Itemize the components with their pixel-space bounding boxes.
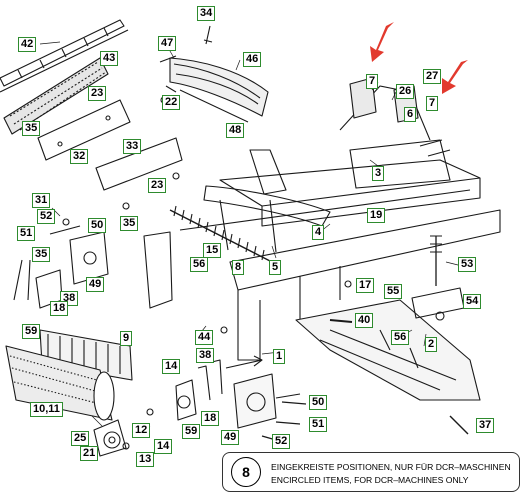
plate-32	[37, 99, 131, 161]
callout-46: 46	[243, 52, 262, 67]
bolt-40	[329, 319, 353, 323]
callout-52b: 52	[272, 434, 291, 449]
encircled-item-badge: 8	[231, 457, 261, 487]
callout-12: 12	[132, 423, 151, 438]
callout-40: 40	[355, 313, 374, 328]
callout-1: 1	[273, 349, 286, 364]
callout-13: 13	[136, 452, 155, 467]
bolt-37	[449, 415, 469, 435]
plate-33	[95, 137, 183, 191]
callout-27: 27	[423, 69, 442, 84]
callout-19: 19	[367, 208, 386, 223]
callout-53: 53	[458, 257, 477, 272]
callout-51b: 51	[309, 417, 328, 432]
legend-line-english: ENCIRCLED ITEMS, FOR DCR–MACHINES ONLY	[271, 475, 469, 485]
callout-35c: 35	[32, 247, 51, 262]
callout-49: 49	[86, 277, 105, 292]
callout-50b: 50	[309, 395, 328, 410]
callout-56b: 56	[391, 330, 410, 345]
callout-26: 26	[396, 84, 415, 99]
bearing-housing-49	[233, 373, 301, 429]
callout-50: 50	[88, 218, 107, 233]
callout-6: 6	[404, 107, 417, 122]
callout-5: 5	[269, 260, 282, 275]
callout-14: 14	[162, 359, 181, 374]
callout-55: 55	[384, 284, 403, 299]
curved-guide-46-48	[159, 55, 269, 123]
callout-9: 9	[120, 331, 133, 346]
callout-34: 34	[197, 6, 216, 21]
callout-54: 54	[463, 294, 482, 309]
bolt-34	[203, 25, 213, 45]
callout-10-11: 10,11	[30, 402, 63, 417]
callout-42: 42	[18, 37, 37, 52]
callout-35b: 35	[120, 216, 139, 231]
callout-21: 21	[80, 446, 99, 461]
callout-2: 2	[425, 337, 438, 352]
callout-35: 35	[22, 121, 41, 136]
callout-56: 56	[190, 257, 209, 272]
red-arrow-right	[442, 60, 468, 94]
bearing-bracket-21	[93, 419, 127, 457]
highlight-arrows	[370, 22, 468, 94]
small-hardware	[62, 96, 352, 450]
end-plate-49	[49, 225, 109, 285]
callout-3: 3	[372, 166, 385, 181]
callout-44: 44	[195, 330, 214, 345]
top-left-flight-bar	[0, 19, 129, 93]
callout-38b: 38	[196, 348, 215, 363]
bolt-53-and-plate-54	[411, 235, 465, 321]
callout-51: 51	[17, 226, 36, 241]
callout-15: 15	[203, 243, 222, 258]
rods-35	[13, 259, 31, 301]
callout-23: 23	[88, 86, 107, 101]
callout-17: 17	[356, 278, 375, 293]
legend-line-german: EINGEKREISTE POSITIONEN, NUR FÜR DCR–MAS…	[271, 462, 511, 472]
callout-47: 47	[158, 36, 177, 51]
dcr-legend-note: 8 EINGEKREISTE POSITIONEN, NUR FÜR DCR–M…	[222, 452, 520, 492]
callout-32: 32	[70, 149, 89, 164]
callout-22: 22	[162, 95, 181, 110]
spiral-auger-8	[169, 205, 273, 263]
callout-52: 52	[37, 209, 56, 224]
callout-43: 43	[100, 51, 119, 66]
callout-4: 4	[312, 225, 325, 240]
callout-48: 48	[226, 123, 245, 138]
brush-roller-10-11	[5, 345, 115, 421]
callout-37: 37	[476, 418, 495, 433]
lever-assembly	[175, 359, 223, 421]
callout-7b: 7	[426, 96, 439, 111]
callout-33: 33	[123, 139, 142, 154]
callout-49b: 49	[221, 430, 240, 445]
callout-18: 18	[50, 301, 69, 316]
cross-bar-4	[203, 149, 331, 227]
callout-31: 31	[32, 193, 51, 208]
callout-7: 7	[366, 74, 379, 89]
callout-18b: 18	[201, 411, 220, 426]
side-bracket	[143, 231, 173, 309]
callout-14b: 14	[154, 439, 173, 454]
callout-23b: 23	[148, 178, 167, 193]
callout-59: 59	[22, 324, 41, 339]
lower-guide-plate-2	[295, 299, 481, 401]
callout-8: 8	[232, 260, 245, 275]
callout-59b: 59	[182, 424, 201, 439]
callout-25: 25	[71, 431, 90, 446]
red-arrow-left	[370, 22, 394, 62]
rubber-slat-43	[3, 57, 109, 135]
direction-arrow	[225, 355, 263, 369]
